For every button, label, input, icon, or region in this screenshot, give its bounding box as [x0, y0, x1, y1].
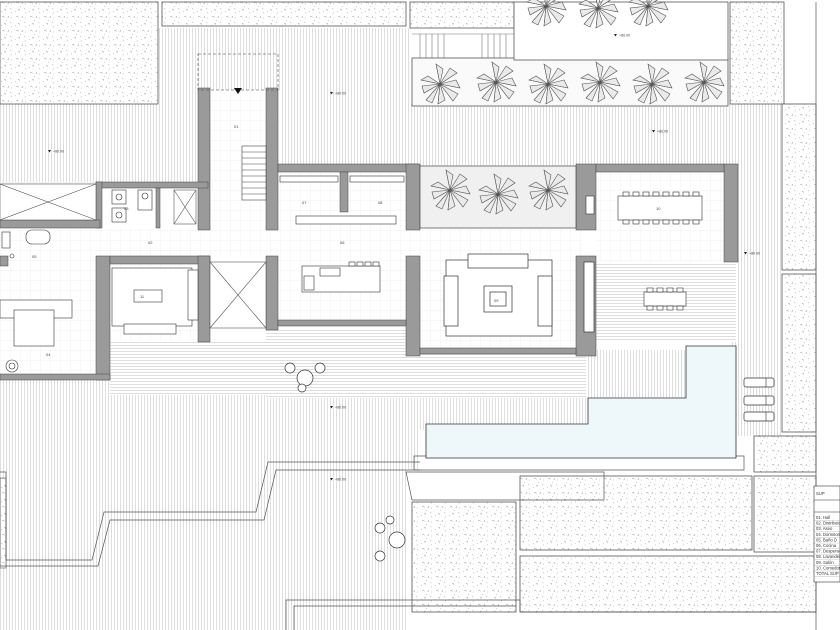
- legend-row: 05. Baño D: [816, 537, 837, 542]
- legend-row: 08. Lavandei: [816, 554, 840, 559]
- dining: [585, 191, 703, 311]
- room-number-03: 03: [124, 206, 129, 211]
- living-room: [443, 253, 595, 337]
- level-label: +80.00: [749, 252, 760, 256]
- level-label: +80.00: [335, 406, 346, 410]
- room-number-02: 02: [148, 240, 153, 245]
- room-number-10: 10: [656, 206, 661, 211]
- room-numbers: 01 02 03 04 05 06 07 08 09 10 11: [32, 124, 661, 357]
- legend-row: TOTAL SUP: [816, 571, 839, 576]
- outdoor-furniture: [284, 362, 775, 562]
- palm-garden: [411, 0, 729, 107]
- level-label: +80.00: [335, 478, 346, 482]
- legend-row: 07. Despense: [816, 549, 840, 554]
- legend-row: 03. Aseo: [816, 526, 833, 531]
- level-markers: +80.00 +80.00 +80.00 +80.00 +80.00 +80.0…: [48, 34, 760, 482]
- level-label: +80.00: [657, 130, 668, 134]
- room-number-05: 05: [32, 254, 37, 259]
- legend-row: 10. Comedor: [816, 565, 840, 570]
- room-number-06: 06: [340, 240, 345, 245]
- level-label: +80.00: [619, 34, 630, 38]
- room-number-11: 11: [140, 294, 145, 299]
- level-label: +80.00: [53, 150, 64, 154]
- legend-row: 09. Salón: [816, 560, 834, 565]
- legend-row: 02. Distribuid: [816, 521, 840, 526]
- legend-row: 06. Cocina: [816, 543, 837, 548]
- room-number-09: 09: [494, 298, 499, 303]
- legend-row: 01. Hall: [816, 515, 830, 520]
- landscaping: [0, 1, 817, 613]
- room-number-04: 04: [46, 352, 51, 357]
- patio: [419, 165, 577, 229]
- stairs: [197, 53, 279, 201]
- fixtures: [0, 175, 405, 373]
- room-number-08: 08: [378, 200, 383, 205]
- legend-row: 04. Dormitori: [816, 532, 840, 537]
- decking: [0, 28, 782, 630]
- legend-title: SUP: [816, 491, 825, 496]
- level-label: +80.00: [335, 92, 346, 96]
- kitchen: [301, 261, 381, 293]
- room-number-07: 07: [302, 200, 307, 205]
- room-number-01: 01: [234, 124, 239, 129]
- pool: [405, 345, 745, 501]
